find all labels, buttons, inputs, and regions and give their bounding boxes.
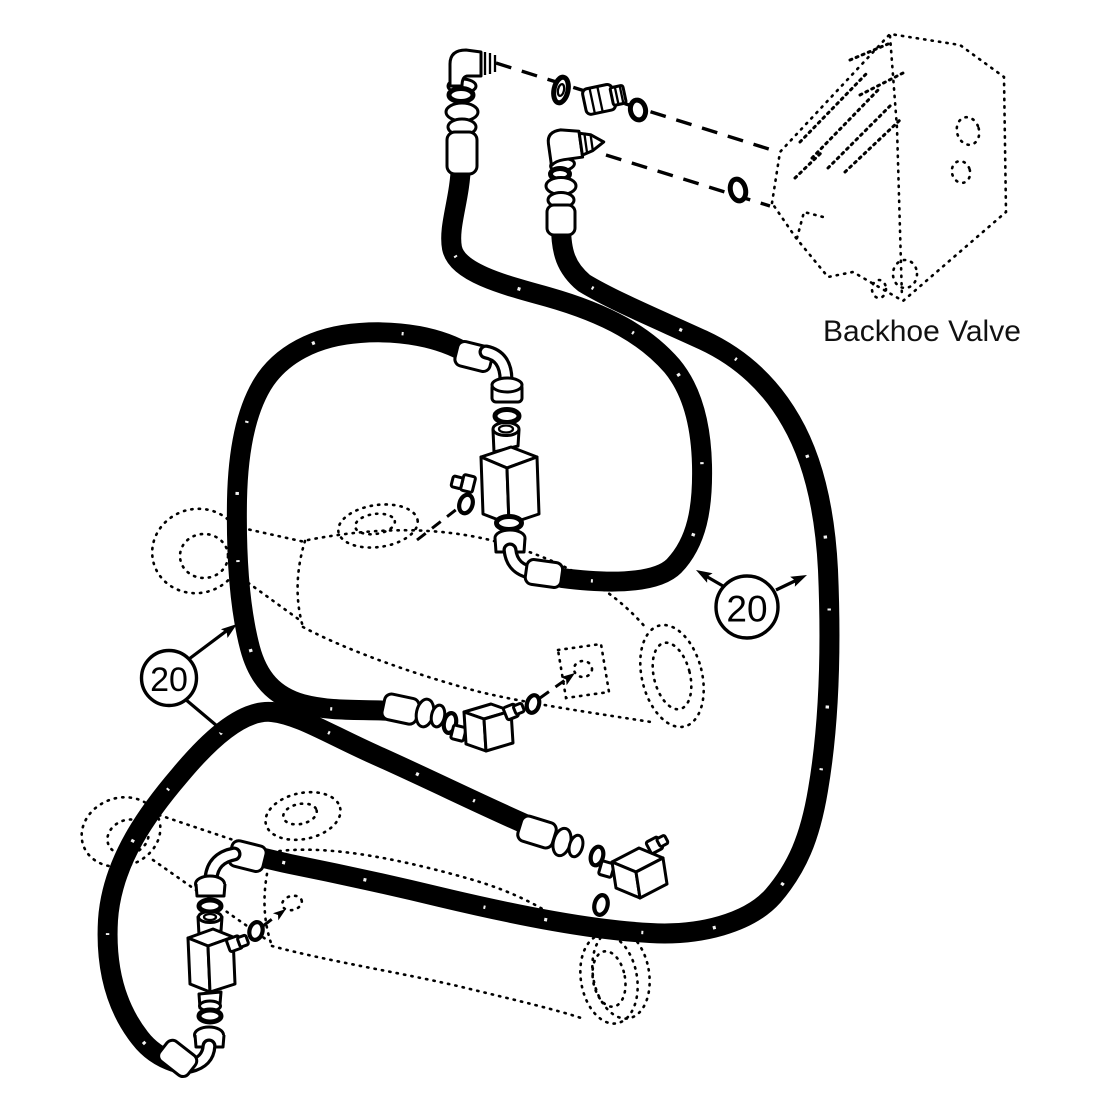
hose-lower-cross — [97, 701, 556, 1072]
hose-sleeve-icon — [380, 692, 421, 726]
port-leader-line — [416, 507, 458, 542]
valve-port-hole — [950, 159, 972, 185]
callout-20-right: 20 — [696, 570, 807, 640]
o-ring-icon — [727, 176, 749, 204]
elbow-fitting-icon — [546, 128, 606, 173]
callout-arrowhead — [790, 575, 807, 587]
cylinder-lower-phantom — [80, 790, 651, 1025]
leader-arrowhead — [560, 673, 575, 686]
callout-arrowhead — [696, 570, 713, 583]
hose-sleeve-icon — [157, 1038, 199, 1079]
valve-fitting-group-upper — [444, 48, 749, 237]
valve-port-hole — [870, 278, 888, 300]
square-elbow-icon — [449, 701, 526, 753]
callout-arrowhead — [213, 721, 229, 736]
valve-label: Backhoe Valve — [823, 315, 1021, 348]
restrictor-assembly-middle — [416, 339, 565, 589]
restrictor-assembly-lower — [157, 839, 286, 1079]
port-fitting-group-lower — [516, 814, 670, 917]
hose-end-nut-icon — [567, 833, 585, 859]
o-ring-icon — [524, 693, 542, 715]
elbow-nut-icon — [194, 874, 227, 898]
hose-right-loop — [241, 216, 840, 944]
o-ring-icon — [592, 893, 610, 917]
hose-end-nut-icon — [444, 101, 480, 176]
o-ring-icon — [446, 86, 476, 104]
valve-port-hole — [891, 258, 919, 290]
square-elbow-icon — [597, 834, 670, 900]
elbow-fitting-icon — [446, 48, 497, 95]
backhoe-valve-phantom — [770, 32, 1008, 303]
port-leader-line — [539, 676, 569, 700]
o-ring-icon — [588, 844, 606, 868]
o-ring-icon — [494, 514, 524, 532]
hose-end-nut-icon — [544, 176, 578, 237]
hose-sleeve-icon — [523, 558, 565, 589]
callout-20-left: 20 — [139, 624, 237, 736]
port-leader-line — [262, 911, 281, 928]
callout-number: 20 — [150, 661, 188, 699]
callout-circle — [139, 648, 199, 708]
connector-nut-icon — [581, 83, 628, 116]
callout-circle — [714, 574, 780, 640]
valve-port-hole — [955, 115, 981, 147]
o-ring-icon — [492, 407, 522, 425]
restrictor-block-icon — [449, 421, 541, 526]
elbow-nut-icon — [490, 376, 524, 404]
leader-arrowhead — [272, 909, 286, 921]
sealing-washer-icon — [551, 74, 571, 106]
port-fitting-group-middle — [380, 673, 575, 753]
hose-upper-left — [441, 154, 713, 592]
valve-hatch-texture — [793, 42, 907, 180]
hose-left-loop — [226, 322, 478, 721]
o-ring-icon — [247, 920, 265, 942]
callout-arrowhead — [220, 624, 237, 639]
o-ring-icon — [196, 1007, 224, 1025]
o-ring-icon — [457, 492, 475, 516]
o-ring-icon — [627, 97, 649, 123]
callout-number: 20 — [726, 589, 767, 630]
restrictor-block-icon — [186, 910, 250, 1013]
